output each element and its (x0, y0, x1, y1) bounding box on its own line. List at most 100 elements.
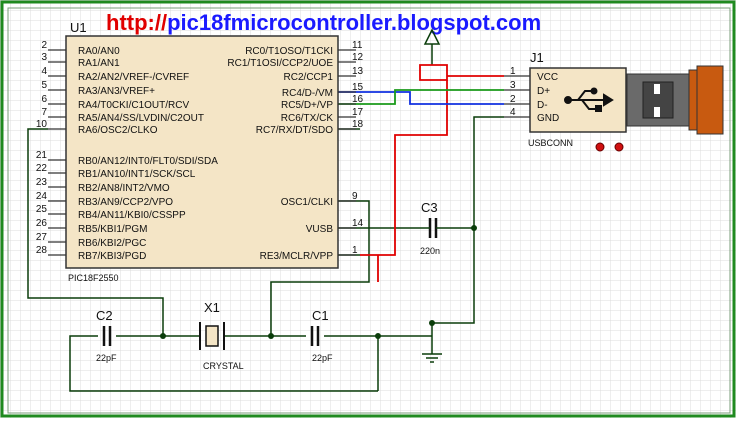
u1-pin-name: RA4/T0CKI/C1OUT/RCV (78, 100, 189, 111)
ground-icon (422, 353, 442, 363)
j1-pin-name: D- (537, 100, 548, 111)
u1-pin-name: RC5/D+/VP (281, 100, 333, 111)
c1-value: 22pF (312, 353, 333, 363)
u1-pin-name: RC4/D-/VM (282, 88, 333, 99)
j1-pin-name: D+ (537, 86, 550, 97)
u1-pin-name: RB0/AN12/INT0/FLT0/SDI/SDA (78, 156, 218, 167)
j1-pin-number: 4 (510, 107, 516, 118)
c2-ref: C2 (96, 308, 113, 323)
j1-pin-number: 1 (510, 66, 516, 77)
u1-pin-name: RE3/MCLR/VPP (260, 251, 334, 262)
c2-value: 22pF (96, 353, 117, 363)
j1-pin-name: GND (537, 113, 559, 124)
usb-led-icon (595, 142, 605, 152)
x1-value: CRYSTAL (203, 361, 244, 371)
wire-osc1 (270, 200, 370, 336)
u1-pin-name: RA2/AN2/VREF-/CVREF (78, 72, 189, 83)
wire-dminus-blue (338, 91, 504, 105)
url-prefix: http:// (106, 10, 167, 35)
c3-capacitor[interactable] (424, 218, 442, 238)
j1-ref: J1 (530, 50, 544, 65)
wire-osc2 (27, 128, 164, 336)
u1-pin-name: RC7/RX/DT/SDO (256, 125, 333, 136)
u1-pin-name: RB6/KBI2/PGC (78, 238, 146, 249)
x1-ref: X1 (204, 300, 220, 315)
u1-pin-number: 7 (41, 107, 47, 118)
u1-pin-name: RA0/AN0 (78, 46, 120, 57)
u1-pin-number: 5 (41, 80, 47, 91)
u1-pin-number: 26 (36, 218, 48, 229)
u1-pin-name: RC6/TX/CK (281, 113, 334, 124)
u1-pin-number: 10 (36, 119, 48, 130)
u1-pin-name: RB4/AN11/KBI0/CSSPP (78, 210, 186, 221)
u1-pin-number: 16 (352, 94, 364, 105)
u1-pin-name: RA1/AN1 (78, 58, 120, 69)
u1-pin-name: RA6/OSC2/CLKO (78, 125, 158, 136)
j1-part: USBCONN (528, 138, 573, 148)
j1-pin-number: 2 (510, 94, 516, 105)
u1-pin-number: 15 (352, 82, 364, 93)
u1-pin-number: 2 (41, 40, 47, 51)
wire-c2-gnd (69, 335, 378, 392)
u1-pin-number: 6 (41, 94, 47, 105)
u1-pin-name: RB3/AN9/CCP2/VPO (78, 197, 173, 208)
u1-pin-number: 28 (36, 245, 48, 256)
c2-capacitor[interactable] (102, 326, 112, 346)
j1-pin-name: VCC (537, 72, 558, 83)
u1-pin-number: 11 (352, 40, 363, 51)
usb-symbol-icon (564, 87, 614, 112)
u1-pin-name: OSC1/CLKI (281, 197, 333, 208)
u1-pin-name: RB1/AN10/INT1/SCK/SCL (78, 169, 196, 180)
u1-pin-name: RC2/CCP1 (284, 72, 334, 83)
u1-chip-body[interactable] (65, 35, 339, 269)
u1-pin-number: 23 (36, 177, 48, 188)
u1-pin-number: 13 (352, 66, 364, 77)
x1-crystal[interactable] (199, 322, 225, 350)
u1-pin-number: 22 (36, 163, 48, 174)
j1-pin-number: 3 (510, 80, 516, 91)
u1-pin-number: 21 (36, 150, 48, 161)
usb-plug-icon (626, 65, 724, 135)
u1-pin-number: 25 (36, 204, 48, 215)
u1-pin-name: RB5/KBI1/PGM (78, 224, 147, 235)
u1-pin-number: 17 (352, 107, 364, 118)
c3-ref: C3 (421, 200, 438, 215)
junction-dot (268, 333, 274, 339)
junction-dot (160, 333, 166, 339)
u1-pin-name: RB7/KBI3/PGD (78, 251, 146, 262)
u1-pin-name: RB2/AN8/INT2/VMO (78, 183, 170, 194)
u1-pin-number: 14 (352, 218, 364, 229)
u1-pin-name: RA3/AN3/VREF+ (78, 86, 155, 97)
wire-vcc-red (419, 64, 504, 81)
wire-gnd-col (432, 228, 475, 324)
blog-url[interactable]: http://pic18fmicrocontroller.blogspot.co… (106, 10, 541, 35)
u1-pin-number: 27 (36, 232, 48, 243)
usb-led-icon (614, 142, 624, 152)
junction-dots (160, 225, 477, 339)
url-domain: pic18fmicrocontroller.blogspot.com (167, 10, 541, 35)
u1-pin-number: 3 (41, 52, 47, 63)
c3-value: 220n (420, 246, 440, 256)
u1-pin-name: RA5/AN4/SS/LVDIN/C2OUT (78, 113, 204, 124)
wire-dplus-green (338, 89, 504, 105)
junction-dot (471, 225, 477, 231)
u1-left-pins: 2RA0/AN03RA1/AN14RA2/AN2/VREF-/CVREF5RA3… (36, 40, 218, 262)
wire-mclr-red (360, 80, 448, 282)
wire-usb-gnd (473, 116, 504, 228)
u1-pin-name: RC0/T1OSO/T1CKI (245, 46, 333, 57)
c1-ref: C1 (312, 308, 329, 323)
u1-pin-name: VUSB (306, 224, 334, 235)
u1-pin-number: 18 (352, 119, 364, 130)
junction-dot (375, 333, 381, 339)
c1-capacitor[interactable] (310, 326, 320, 346)
u1-pin-number: 9 (352, 191, 358, 202)
junction-dot (429, 320, 435, 326)
u1-pin-number: 12 (352, 52, 364, 63)
u1-pin-name: RC1/T1OSI/CCP2/UOE (227, 58, 333, 69)
u1-part: PIC18F2550 (68, 273, 119, 283)
